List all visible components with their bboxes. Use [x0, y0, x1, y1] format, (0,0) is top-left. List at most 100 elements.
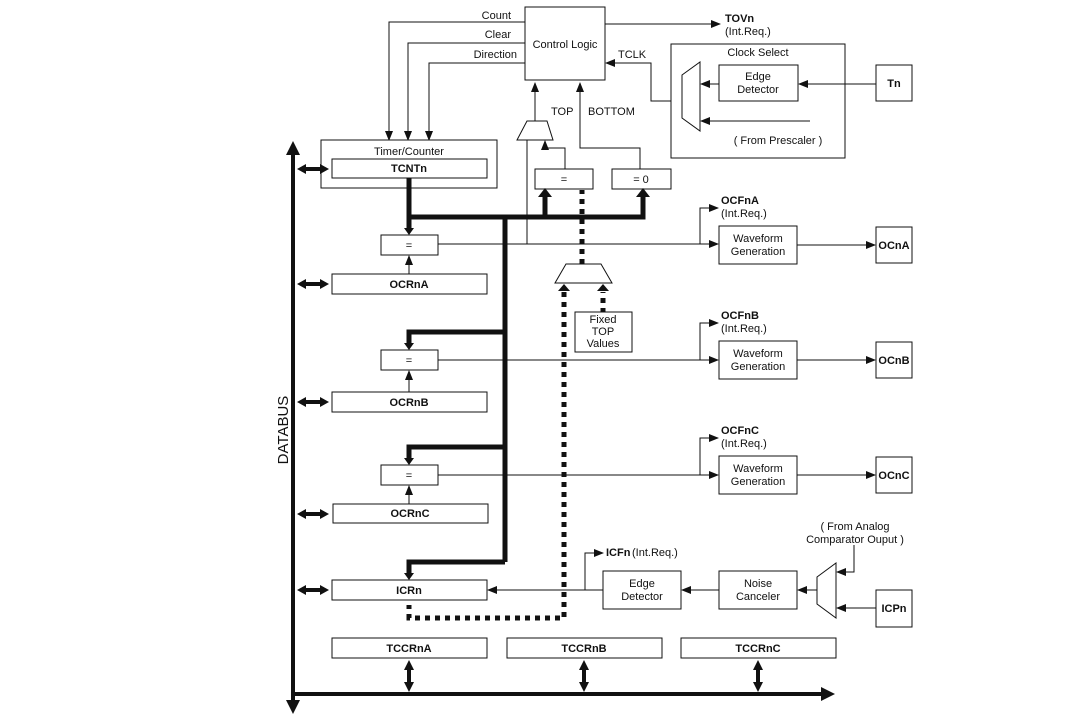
clear-signal-line	[404, 42, 525, 141]
count-signal-line	[385, 21, 525, 141]
top-label: TOP	[551, 106, 573, 118]
tccrnb-register-box	[506, 637, 663, 659]
clear-signal-label: Clear	[485, 29, 512, 41]
ocrnb-register-label: OCRnB	[389, 397, 428, 409]
ocrnc-register-box	[332, 503, 489, 524]
top-compare-to-mux-line	[541, 140, 566, 169]
bus-to-comp-c	[406, 444, 505, 460]
capture-edge-detector-line2: Detector	[621, 591, 663, 603]
icfn-label: ICFn	[606, 547, 631, 559]
ocrna-register-label: OCRnA	[389, 279, 428, 291]
icpn-pin-label: ICPn	[881, 603, 906, 615]
analog-comp-line	[836, 545, 855, 576]
capture-select-mux	[816, 562, 837, 619]
waveform-b-line1: Waveform	[733, 348, 783, 360]
icfn-line	[584, 549, 604, 590]
top-compare-box	[534, 168, 594, 190]
clock-edge-detector-line1: Edge	[745, 71, 771, 83]
comp-b-top-arrow	[404, 343, 414, 350]
ocfnc-line	[699, 434, 719, 475]
tccrnb-bus-connector-arrows	[579, 660, 589, 692]
waveform-a-box	[718, 225, 798, 265]
bottom-line	[576, 82, 641, 169]
icr-dotted-path	[406, 292, 567, 621]
from-analog-line2: Comparator Ouput )	[806, 534, 904, 546]
ocrnb-bus-connector-arrows	[297, 397, 329, 407]
ocfna-label: OCFnA	[721, 195, 759, 207]
top-mux	[516, 120, 554, 141]
waveform-b-box	[718, 340, 798, 380]
direction-signal-line	[425, 62, 525, 141]
waveform-c-line1: Waveform	[733, 463, 783, 475]
ocfnb-req-label: (Int.Req.)	[721, 323, 767, 335]
icfn-req-label: (Int.Req.)	[632, 547, 678, 559]
tcnt-bus-arrow-bottom	[636, 188, 650, 197]
timer-counter-title: Timer/Counter	[374, 146, 444, 158]
icpn-pin-box	[875, 589, 913, 628]
icrn-register-label: ICRn	[396, 585, 422, 597]
top-compare-label: =	[561, 174, 567, 186]
tcntn-register-label: TCNTn	[391, 163, 427, 175]
tcnt-bus-arrow-top	[538, 188, 552, 197]
count-signal-label: Count	[482, 10, 511, 22]
from-prescaler-label: ( From Prescaler )	[734, 135, 823, 147]
databus-bottom-arrow	[286, 700, 300, 714]
noise-canceler-box	[718, 570, 798, 610]
tccrna-bus-connector-arrows	[404, 660, 414, 692]
ocfna-req-label: (Int.Req.)	[721, 208, 767, 220]
tccrnb-register-label: TCCRnB	[561, 643, 606, 655]
clock-edge-detector-line2: Detector	[737, 84, 779, 96]
ocrna-register-box	[331, 273, 488, 295]
control-logic-box	[524, 6, 606, 81]
clock-select-mux	[681, 61, 701, 132]
icr-dotted-arrow	[558, 284, 570, 291]
ocnb-pin-box	[875, 341, 913, 379]
fixed-top-dotted-arrow	[597, 284, 609, 291]
from-analog-line1: ( From Analog	[820, 521, 889, 533]
tccrnc-register-box	[680, 637, 837, 659]
waveform-c-line2: Generation	[731, 476, 785, 488]
compare-b-label: =	[406, 355, 412, 367]
waveform-c-box	[718, 455, 798, 495]
bottom-label: BOTTOM	[588, 106, 635, 118]
ocnb-pin-label: OCnB	[878, 355, 909, 367]
ocfnb-line	[699, 319, 719, 360]
icrn-top-arrow	[404, 573, 414, 580]
ocnc-pin-label: OCnC	[878, 470, 909, 482]
ocrnb-register-box	[331, 391, 488, 413]
ocrnc-bus-connector-arrows	[297, 509, 329, 519]
ocfnb-label: OCFnB	[721, 310, 759, 322]
clock-edge-detector-box	[718, 64, 799, 102]
tccrna-register-label: TCCRnA	[386, 643, 431, 655]
waveform-a-line2: Generation	[731, 246, 785, 258]
tccrna-register-box	[331, 637, 488, 659]
clock-select-title: Clock Select	[727, 47, 788, 59]
ocna-pin-label: OCnA	[878, 240, 909, 252]
ocfnc-label: OCFnC	[721, 425, 759, 437]
comp-c-top-arrow	[404, 458, 414, 465]
noise-canceler-line1: Noise	[744, 578, 772, 590]
comp-a-top-arrow	[404, 228, 414, 235]
icrn-bus-connector-arrows	[297, 585, 329, 595]
bus-to-comp-b	[406, 329, 505, 345]
noise-canceler-line2: Canceler	[736, 591, 780, 603]
databus-top-arrow	[286, 141, 300, 155]
fixed-top-line2: TOP	[592, 326, 614, 338]
capture-edge-detector-line1: Edge	[629, 578, 655, 590]
databus-connectors	[297, 164, 763, 692]
tn-pin-label: Tn	[887, 78, 901, 90]
direction-signal-label: Direction	[474, 49, 517, 61]
databus-right-arrow	[821, 687, 835, 701]
control-logic-label: Control Logic	[533, 39, 598, 51]
ocrnc-register-label: OCRnC	[390, 508, 429, 520]
tccrnc-register-label: TCCRnC	[735, 643, 780, 655]
compare-a-label: =	[406, 240, 412, 252]
tcnt-bus-horizontal	[406, 178, 646, 220]
ocnc-pin-box	[875, 456, 913, 494]
ocrna-bus-connector-arrows	[297, 279, 329, 289]
tclk-label: TCLK	[618, 49, 647, 61]
fixed-top-line1: Fixed	[590, 314, 617, 326]
bottom-compare-box	[611, 168, 672, 190]
tccrnc-bus-connector-arrows	[753, 660, 763, 692]
